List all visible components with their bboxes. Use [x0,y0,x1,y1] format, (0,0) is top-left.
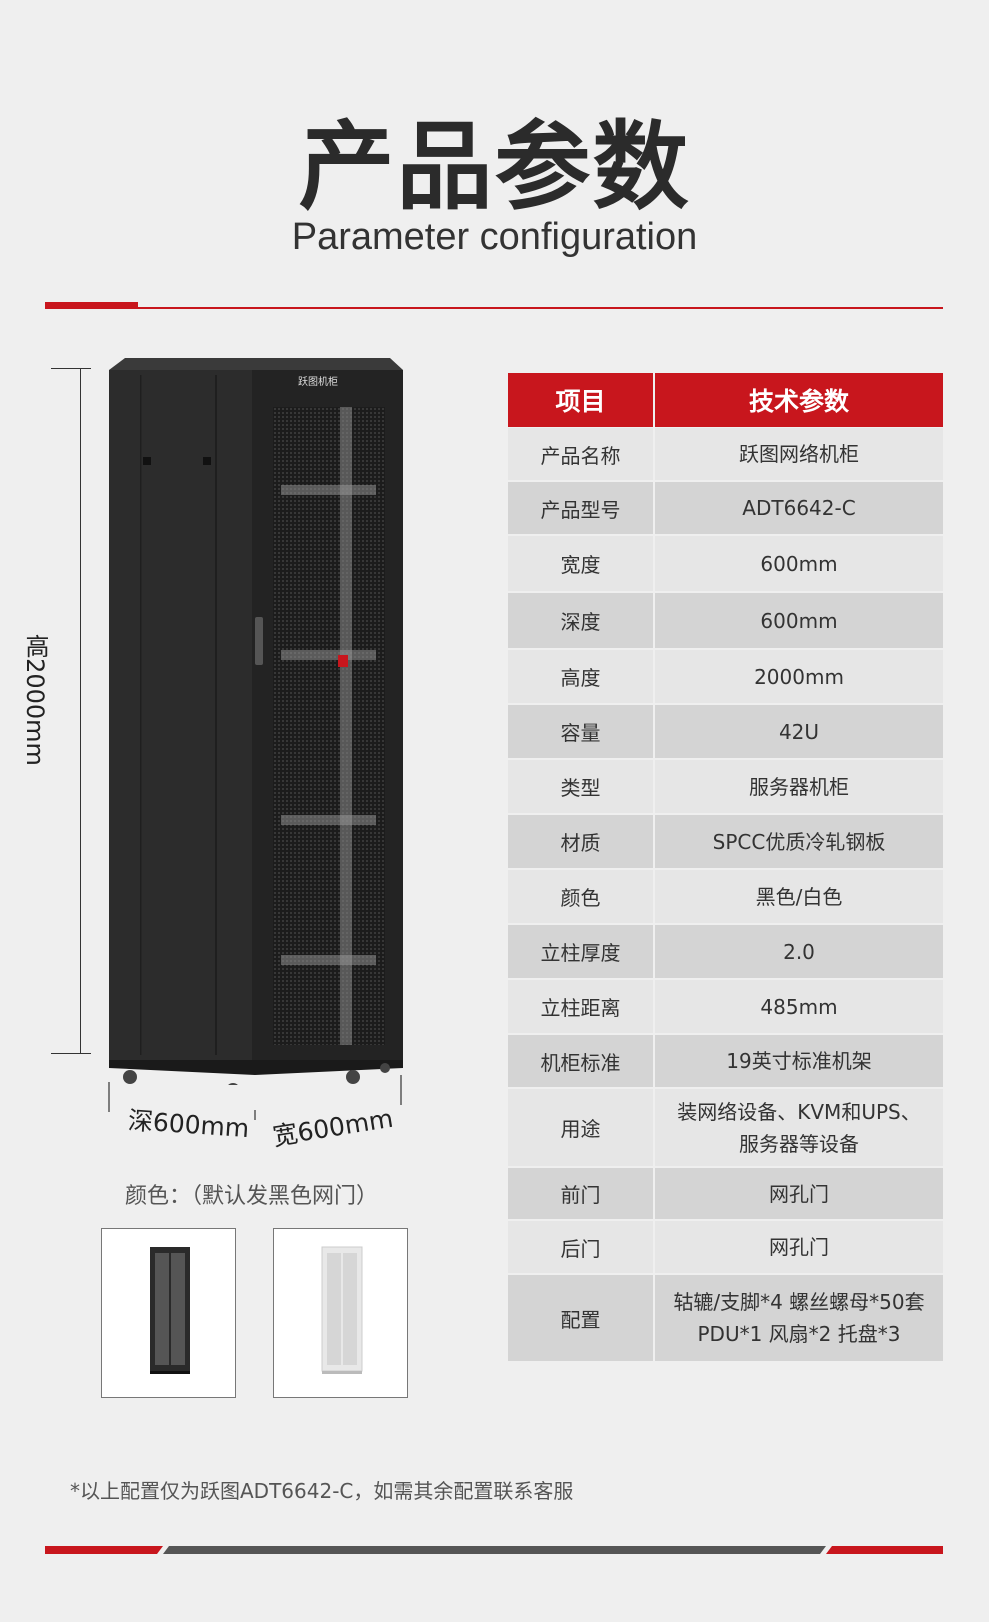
spec-item: 产品名称 [508,428,653,480]
height-dimension-tick-bottom [51,1053,91,1054]
cabinet-logo: 跃图机柜 [298,375,338,388]
height-dimension-tick-top [51,368,91,369]
color-option-black[interactable] [101,1228,236,1398]
table-row: 机柜标准 19英寸标准机架 [508,1035,943,1087]
header-divider [45,307,943,309]
spec-value: 42U [655,705,943,758]
table-row: 材质 SPCC优质冷轧钢板 [508,815,943,868]
table-row: 前门 网孔门 [508,1168,943,1219]
spec-item: 容量 [508,705,653,758]
table-row: 产品名称 跃图网络机柜 [508,428,943,480]
spec-value: 黑色/白色 [655,870,943,923]
spec-item: 产品型号 [508,482,653,534]
spec-header-value: 技术参数 [655,373,943,427]
spec-item: 立柱厚度 [508,925,653,978]
spec-table-header: 项目 技术参数 [508,373,943,427]
table-row: 高度 2000mm [508,650,943,703]
spec-table: 项目 技术参数 产品名称 跃图网络机柜 产品型号 ADT6642-C 宽度 60… [508,373,943,1363]
height-dimension-line [80,368,81,1054]
table-row: 立柱厚度 2.0 [508,925,943,978]
spec-value: 600mm [655,593,943,648]
spec-item: 宽度 [508,536,653,591]
table-row: 颜色 黑色/白色 [508,870,943,923]
spec-item: 类型 [508,760,653,813]
spec-header-item: 项目 [508,373,653,427]
spec-value: 600mm [655,536,943,591]
spec-value: SPCC优质冷轧钢板 [655,815,943,868]
table-row: 配置 轱辘/支脚*4 螺丝螺母*50套 PDU*1 风扇*2 托盘*3 [508,1275,943,1361]
height-dimension-label: 高2000mm [21,634,49,766]
page-subtitle: Parameter configuration [291,216,698,258]
spec-item: 立柱距离 [508,980,653,1033]
page-title: 产品参数 [298,111,691,223]
spec-item: 颜色 [508,870,653,923]
spec-value: 2000mm [655,650,943,703]
spec-item: 配置 [508,1275,653,1361]
cabinet-illustration: 跃图机柜 [109,358,403,1085]
spec-item: 深度 [508,593,653,648]
spec-value: 轱辘/支脚*4 螺丝螺母*50套 PDU*1 风扇*2 托盘*3 [655,1275,943,1361]
spec-value: 485mm [655,980,943,1033]
spec-value: 网孔门 [655,1168,943,1219]
white-cabinet-thumbnail [321,1246,363,1374]
black-cabinet-thumbnail [150,1247,190,1374]
spec-value: 服务器机柜 [655,760,943,813]
table-row: 用途 装网络设备、KVM和UPS、 服务器等设备 [508,1089,943,1166]
spec-item: 用途 [508,1089,653,1166]
spec-value: 网孔门 [655,1221,943,1273]
table-row: 立柱距离 485mm [508,980,943,1033]
base-dimension-lines [108,1075,402,1120]
spec-item: 材质 [508,815,653,868]
color-options-label: 颜色：（默认发黑色网门） [125,1184,379,1209]
footer-divider [45,1546,943,1554]
table-row: 深度 600mm [508,593,943,648]
table-row: 类型 服务器机柜 [508,760,943,813]
table-row: 产品型号 ADT6642-C [508,482,943,534]
spec-value: 跃图网络机柜 [655,428,943,480]
spec-value: 2.0 [655,925,943,978]
spec-value: 19英寸标准机架 [655,1035,943,1087]
spec-item: 高度 [508,650,653,703]
footnote: *以上配置仅为跃图ADT6642-C，如需其余配置联系客服 [70,1479,574,1503]
spec-item: 后门 [508,1221,653,1273]
header-divider-accent [45,302,138,309]
color-option-white[interactable] [273,1228,408,1398]
spec-value: 装网络设备、KVM和UPS、 服务器等设备 [655,1089,943,1166]
table-row: 后门 网孔门 [508,1221,943,1273]
table-row: 宽度 600mm [508,536,943,591]
table-row: 容量 42U [508,705,943,758]
spec-item: 前门 [508,1168,653,1219]
spec-item: 机柜标准 [508,1035,653,1087]
spec-value: ADT6642-C [655,482,943,534]
